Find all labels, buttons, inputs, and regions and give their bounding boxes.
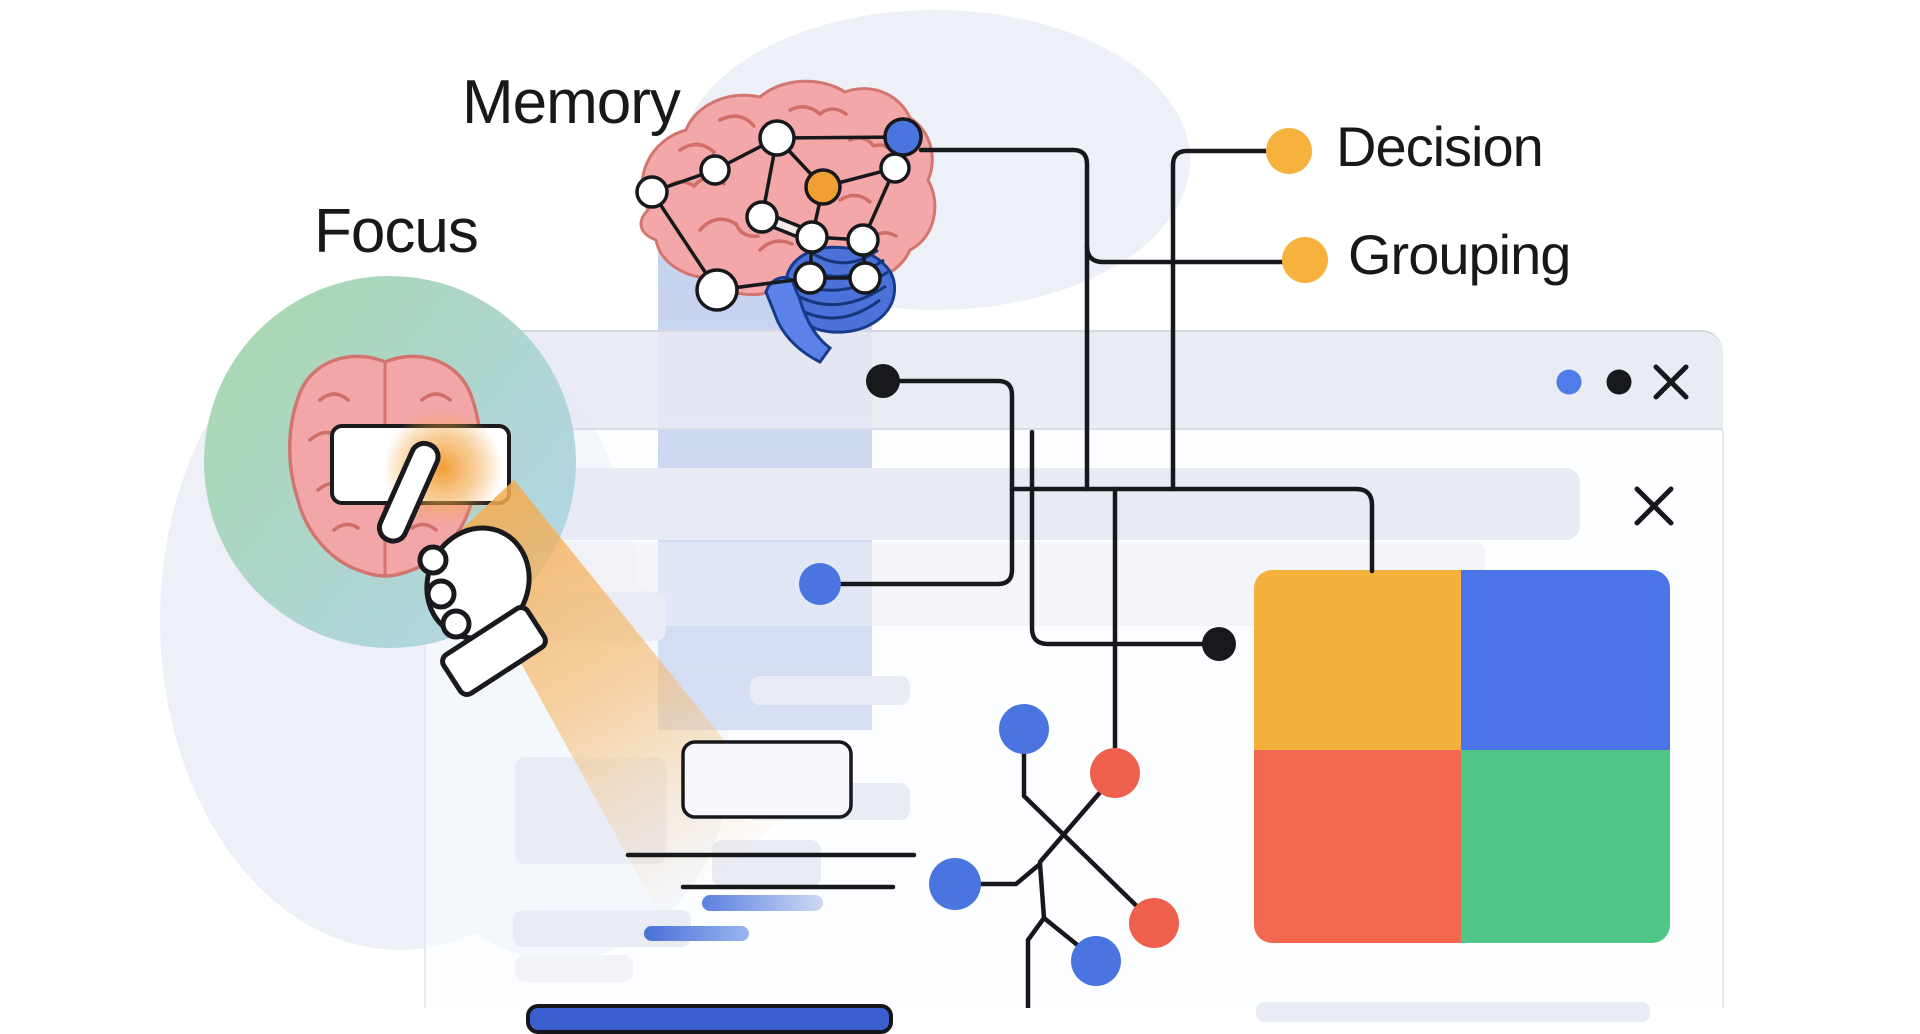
network-nodes bbox=[635, 117, 923, 312]
grouping-dot bbox=[1282, 237, 1328, 283]
brain-illustration bbox=[635, 79, 937, 364]
tree-diagram bbox=[929, 704, 1179, 1008]
window-right-border bbox=[1722, 430, 1724, 1008]
tree-node-blue bbox=[999, 704, 1049, 754]
window-dot-black[interactable] bbox=[1606, 369, 1632, 395]
pointer-hand-icon bbox=[376, 440, 548, 697]
label-focus: Focus bbox=[314, 197, 479, 266]
header-skeleton-bar bbox=[528, 468, 1580, 540]
skeleton-block bbox=[750, 676, 910, 705]
anchor-dot-black bbox=[1202, 627, 1236, 661]
tree-node-blue bbox=[1071, 936, 1121, 986]
diagram-overlay bbox=[204, 79, 1689, 1008]
progress-bar bbox=[644, 926, 749, 941]
window-left-border bbox=[424, 430, 426, 1008]
tree-node-red bbox=[1129, 898, 1179, 948]
window-titlebar bbox=[425, 330, 1723, 430]
label-decision: Decision bbox=[1336, 115, 1544, 178]
anchor-dot-blue bbox=[799, 563, 841, 605]
window-dot-blue[interactable] bbox=[1556, 369, 1582, 395]
connector-lines bbox=[625, 147, 1375, 890]
tree-node-blue bbox=[929, 858, 981, 910]
grid-red-cell bbox=[1254, 750, 1461, 943]
tree-node-red bbox=[1090, 748, 1140, 798]
panel-close-icon[interactable] bbox=[1634, 486, 1674, 526]
grid-green-cell bbox=[1461, 750, 1670, 943]
window-controls bbox=[1556, 364, 1689, 526]
label-memory: Memory bbox=[462, 68, 681, 137]
titlebar-close-icon[interactable] bbox=[1653, 364, 1689, 400]
memory-node-orange bbox=[804, 168, 842, 206]
label-grouping: Grouping bbox=[1348, 223, 1571, 286]
illustration-canvas: { "canvas": {"width": 1920, "height": 10… bbox=[160, 10, 1724, 1034]
color-grid bbox=[1254, 570, 1670, 943]
progress-bar bbox=[702, 895, 823, 911]
grid-blue-cell bbox=[1461, 570, 1670, 750]
primary-action-bar bbox=[526, 1004, 893, 1034]
memory-node-blue bbox=[883, 117, 923, 157]
grid-yellow-cell bbox=[1254, 570, 1461, 750]
anchor-dot-black bbox=[866, 364, 900, 398]
decision-dot bbox=[1266, 128, 1312, 174]
skeleton-block bbox=[515, 955, 633, 982]
skeleton-outline-button[interactable] bbox=[681, 740, 853, 819]
